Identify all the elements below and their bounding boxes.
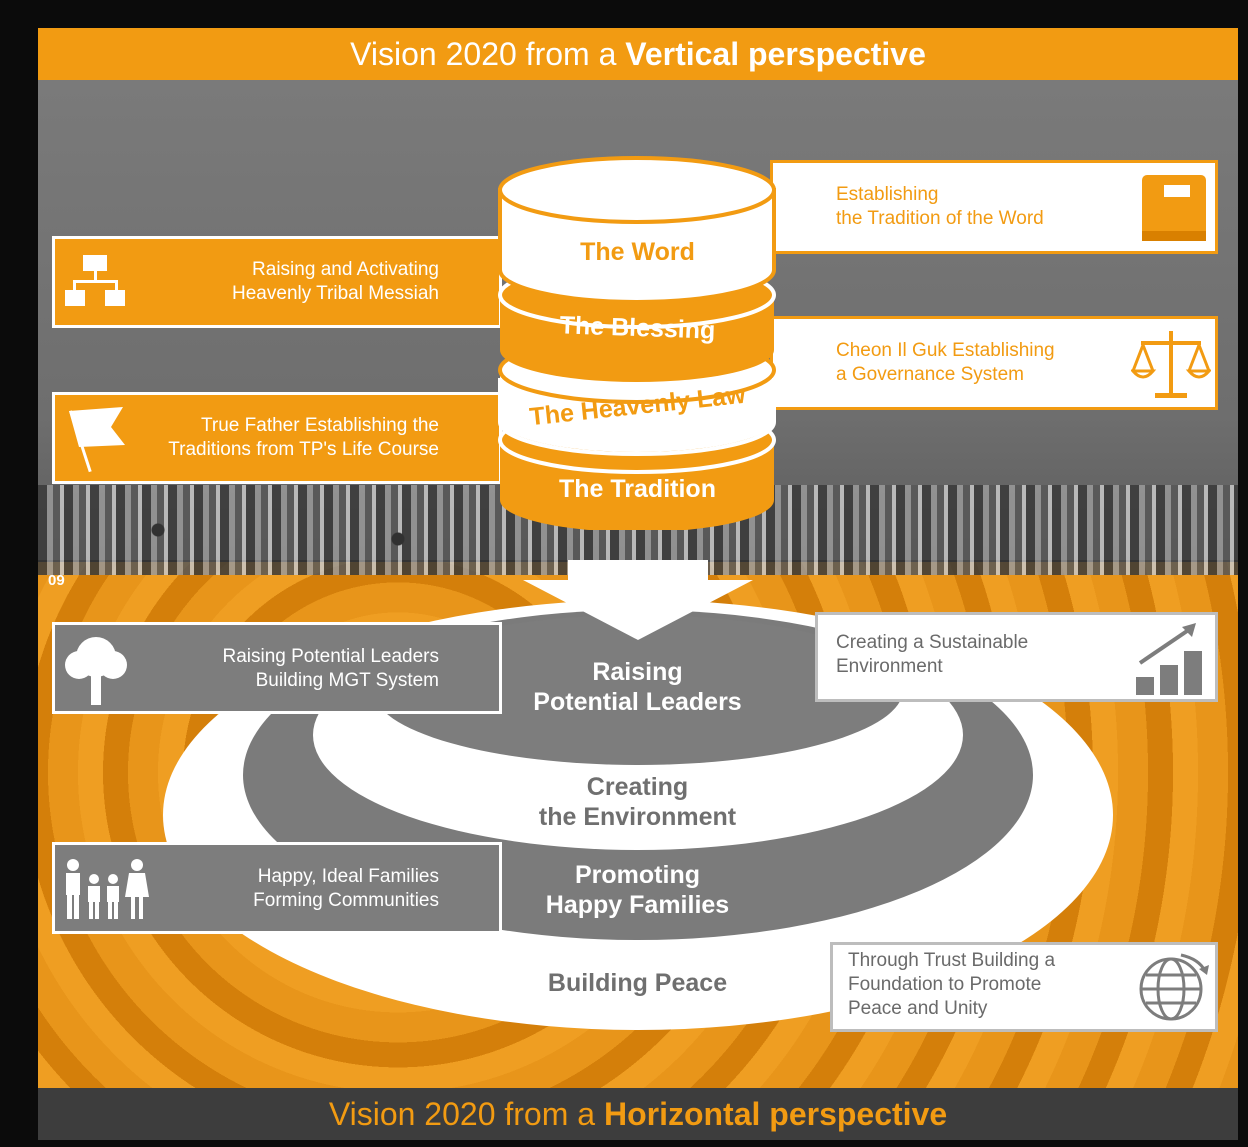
stack-label-word: The Word xyxy=(580,238,695,266)
family-icon xyxy=(66,859,149,919)
globe-icon xyxy=(1139,953,1209,1021)
box-line-1: Raising Potential Leaders xyxy=(222,646,439,667)
box-sustainable-environment: Creating a Sustainable Environment xyxy=(815,612,1218,702)
box-line-2: Traditions from TP's Life Course xyxy=(168,439,439,460)
ring-label-line-1: Creating xyxy=(586,773,689,801)
ring-label-line-2: the Environment xyxy=(538,803,737,831)
box-line-3: Peace and Unity xyxy=(848,998,988,1019)
box-raising-activating-htm: Raising and Activating Heavenly Tribal M… xyxy=(52,236,502,328)
box-line-1: Establishing xyxy=(836,184,939,205)
box-governance-system: Cheon Il Guk Establishing a Governance S… xyxy=(770,316,1218,410)
tree-icon xyxy=(65,637,127,705)
org-chart-icon xyxy=(65,255,125,306)
book-icon xyxy=(1142,175,1206,241)
horizontal-title-bar: Vision 2020 from a Horizontal perspectiv… xyxy=(38,1088,1238,1140)
box-potential-leaders-mgt: Raising Potential Leaders Building MGT S… xyxy=(52,622,502,714)
box-line-2: Forming Communities xyxy=(253,890,439,911)
stack-label-tradition: The Tradition xyxy=(559,475,716,503)
box-line-2: a Governance System xyxy=(836,364,1024,385)
ring-label-line-1: Raising xyxy=(592,658,683,686)
box-line-1: Cheon Il Guk Establishing xyxy=(836,340,1055,361)
ring-potential-leaders xyxy=(373,615,903,765)
box-happy-ideal-families: Happy, Ideal Families Forming Communitie… xyxy=(52,842,502,934)
horizontal-title-emphasis: Horizontal perspective xyxy=(603,1096,948,1132)
box-line-2: Foundation to Promote xyxy=(848,974,1042,995)
box-true-father-traditions: True Father Establishing the Traditions … xyxy=(52,392,502,484)
vertical-title-emphasis: Vertical perspective xyxy=(625,36,926,72)
box-line-1: True Father Establishing the xyxy=(201,415,439,436)
vertical-title-prefix: Vision 2020 from a xyxy=(350,36,617,72)
stack-layer-word xyxy=(498,156,776,304)
vertical-title-bar: Vision 2020 from a Vertical perspective xyxy=(38,28,1238,80)
box-line-2: Heavenly Tribal Messiah xyxy=(232,283,439,304)
box-line-1: Happy, Ideal Families xyxy=(257,866,439,887)
ring-label-line-1: Building Peace xyxy=(547,969,728,997)
down-arrow xyxy=(523,560,753,640)
horizontal-title-prefix: Vision 2020 from a xyxy=(328,1096,596,1132)
growth-chart-icon xyxy=(1136,623,1202,695)
ring-label-line-2: Happy Families xyxy=(545,891,730,919)
ring-label-line-1: Promoting xyxy=(575,861,700,889)
box-line-1: Creating a Sustainable xyxy=(836,632,1029,653)
box-tradition-of-word: Establishing the Tradition of the Word xyxy=(770,160,1218,254)
box-line-2: the Tradition of the Word xyxy=(836,208,1044,229)
ring-label-environment: Creating the Environment xyxy=(500,772,775,832)
ring-label-line-2: Potential Leaders xyxy=(533,688,742,716)
scales-icon xyxy=(1131,331,1211,398)
box-line-2: Building MGT System xyxy=(255,670,439,691)
ring-label-happy-families: Promoting Happy Families xyxy=(500,860,775,920)
stack-diagram xyxy=(498,156,776,530)
ring-label-building-peace: Building Peace xyxy=(500,968,775,998)
page-number: 09 xyxy=(48,572,65,589)
ring-label-potential-leaders: Raising Potential Leaders xyxy=(500,657,775,717)
box-line-1: Through Trust Building a xyxy=(848,950,1056,971)
flag-icon xyxy=(69,407,125,473)
box-line-2: Environment xyxy=(836,656,943,677)
box-line-1: Raising and Activating xyxy=(252,259,439,280)
box-trust-building-peace: Through Trust Building a Foundation to P… xyxy=(830,942,1218,1032)
